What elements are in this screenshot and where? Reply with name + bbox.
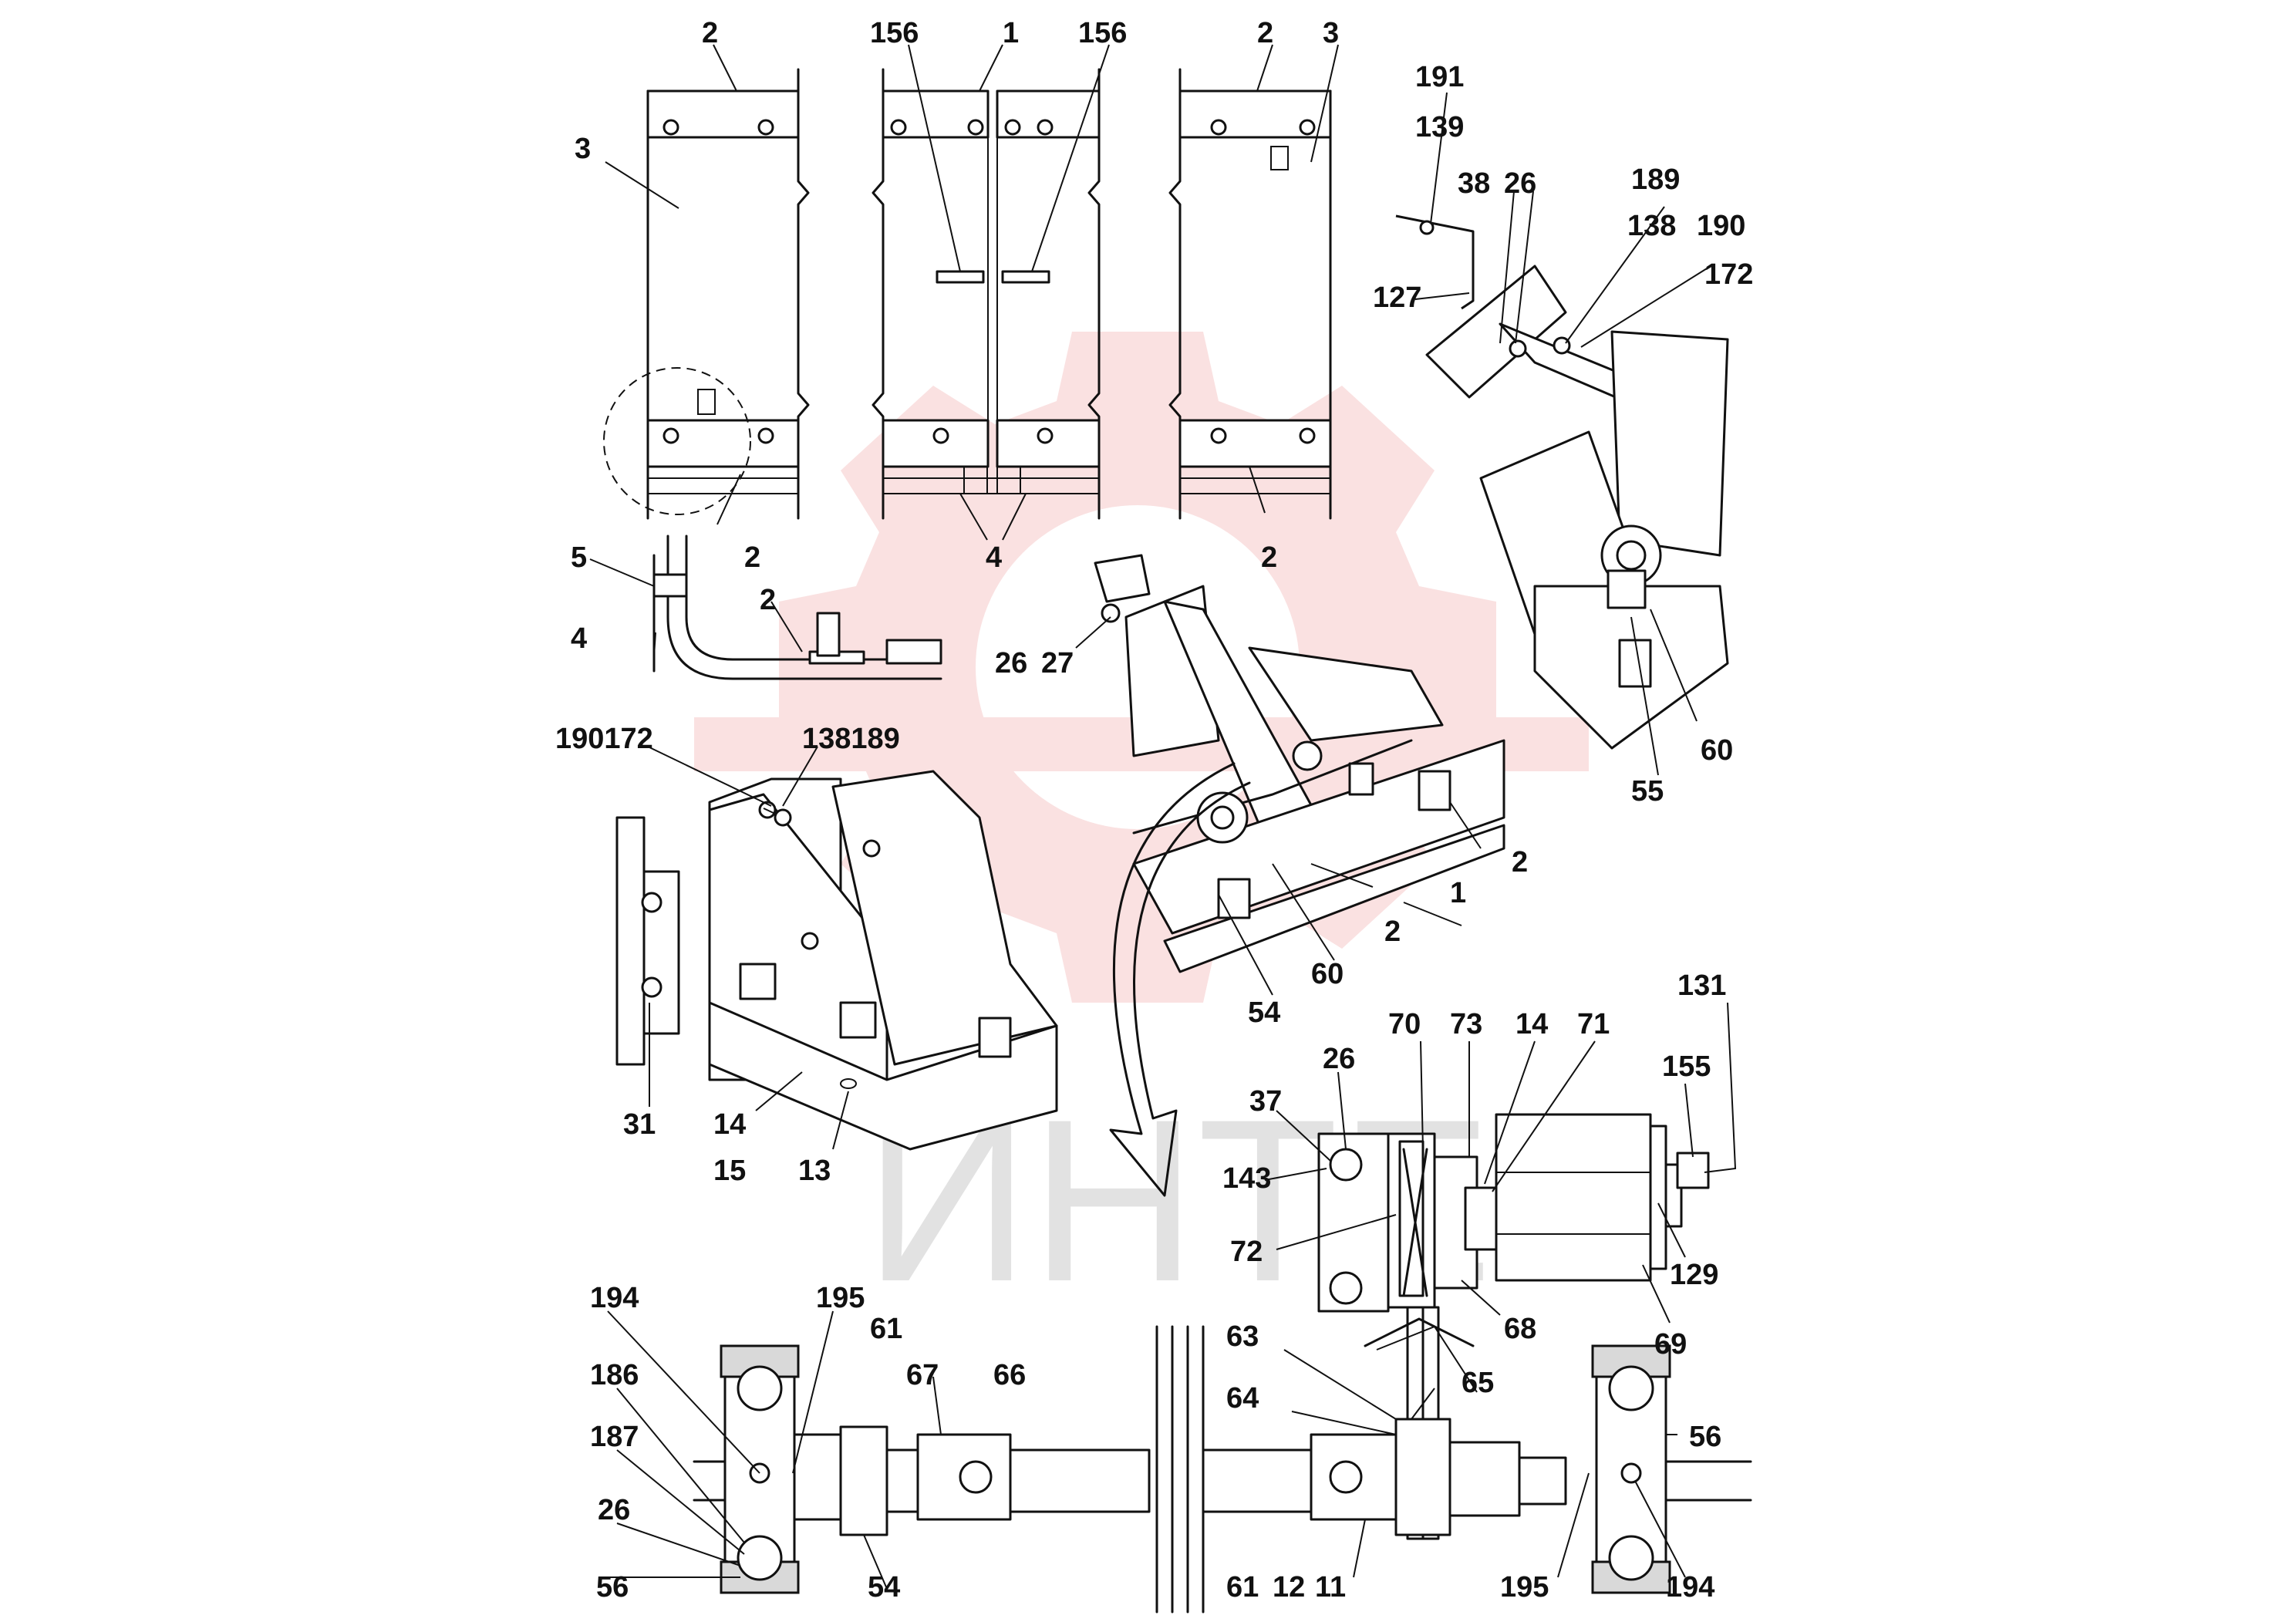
label-129: 129 bbox=[1670, 1259, 1718, 1291]
label-26-shaft: 26 bbox=[598, 1494, 630, 1526]
bracket-assembly-top-right bbox=[1395, 214, 1729, 750]
panel-left bbox=[603, 68, 810, 520]
panel-right bbox=[1168, 68, 1332, 520]
label-65: 65 bbox=[1462, 1367, 1494, 1399]
label-195-right: 195 bbox=[1500, 1571, 1549, 1603]
label-12: 12 bbox=[1273, 1571, 1305, 1603]
label-186: 186 bbox=[590, 1359, 639, 1391]
label-60-tr: 60 bbox=[1701, 734, 1733, 767]
label-194-right: 194 bbox=[1666, 1571, 1714, 1603]
label-69: 69 bbox=[1654, 1328, 1687, 1361]
label-27: 27 bbox=[1041, 647, 1074, 679]
label-37: 37 bbox=[1249, 1085, 1282, 1118]
label-60-mid: 60 bbox=[1311, 958, 1344, 990]
label-190172: 190172 bbox=[555, 723, 653, 755]
callout-labels: 2 3 2 1 156 156 4 2 3 2 5 4 2 191 139 38… bbox=[555, 17, 1753, 1603]
label-63: 63 bbox=[1226, 1320, 1259, 1353]
label-2-profile: 2 bbox=[760, 584, 776, 616]
label-156-right: 156 bbox=[1078, 17, 1127, 49]
assembly-mid bbox=[1094, 554, 1505, 973]
profile-section bbox=[652, 534, 942, 680]
label-5: 5 bbox=[571, 541, 587, 574]
label-138-tr: 138 bbox=[1627, 210, 1676, 242]
label-70: 70 bbox=[1388, 1008, 1421, 1040]
panel-mid bbox=[872, 68, 1101, 520]
leader-lines bbox=[589, 44, 1737, 1590]
label-190-tr: 190 bbox=[1697, 210, 1745, 242]
label-61-bottom: 61 bbox=[1226, 1571, 1259, 1603]
label-54-shaft: 54 bbox=[868, 1571, 900, 1603]
label-14-motor: 14 bbox=[1515, 1008, 1548, 1040]
label-187: 187 bbox=[590, 1421, 639, 1453]
label-56-right: 56 bbox=[1689, 1421, 1721, 1453]
label-139: 139 bbox=[1415, 111, 1464, 143]
label-72: 72 bbox=[1230, 1236, 1263, 1268]
label-66: 66 bbox=[993, 1359, 1026, 1391]
label-2-bl: 2 bbox=[744, 541, 760, 574]
label-26-mid: 26 bbox=[995, 647, 1027, 679]
label-2-br: 2 bbox=[1261, 541, 1277, 574]
label-67: 67 bbox=[906, 1359, 939, 1391]
label-1-mid: 1 bbox=[1450, 877, 1466, 909]
label-2-tr: 2 bbox=[1257, 17, 1273, 49]
label-31: 31 bbox=[623, 1108, 656, 1141]
label-73: 73 bbox=[1450, 1008, 1482, 1040]
assembly-left bbox=[615, 770, 1058, 1151]
label-195-left: 195 bbox=[816, 1282, 865, 1314]
label-194-left: 194 bbox=[590, 1282, 639, 1314]
label-191: 191 bbox=[1415, 61, 1464, 93]
label-68: 68 bbox=[1504, 1313, 1536, 1345]
label-138189: 138189 bbox=[802, 723, 900, 755]
label-156-left: 156 bbox=[870, 17, 919, 49]
shaft-assembly bbox=[693, 1325, 1752, 1614]
label-127: 127 bbox=[1373, 282, 1421, 314]
label-2-tl: 2 bbox=[702, 17, 718, 49]
label-3-tr: 3 bbox=[1323, 17, 1339, 49]
label-55: 55 bbox=[1631, 775, 1664, 808]
label-14-left: 14 bbox=[713, 1108, 746, 1141]
label-189-tr: 189 bbox=[1631, 164, 1680, 196]
label-143: 143 bbox=[1222, 1162, 1271, 1195]
label-131: 131 bbox=[1677, 969, 1726, 1002]
label-38: 38 bbox=[1458, 167, 1490, 200]
label-64: 64 bbox=[1226, 1382, 1259, 1415]
label-61-top: 61 bbox=[870, 1313, 902, 1345]
label-15: 15 bbox=[713, 1155, 746, 1187]
label-4: 4 bbox=[571, 622, 587, 655]
label-71: 71 bbox=[1577, 1008, 1610, 1040]
label-1-top: 1 bbox=[1003, 17, 1019, 49]
label-26-tr: 26 bbox=[1504, 167, 1536, 200]
label-3-tl: 3 bbox=[575, 133, 591, 165]
label-2-mid-a: 2 bbox=[1512, 846, 1528, 878]
label-26-motor: 26 bbox=[1323, 1043, 1355, 1075]
label-56-left: 56 bbox=[596, 1571, 629, 1603]
label-4-mid: 4 bbox=[986, 541, 1002, 574]
label-11: 11 bbox=[1315, 1571, 1346, 1603]
motor-pulley-assembly bbox=[1317, 1113, 1710, 1540]
curved-transfer-arrow bbox=[1109, 762, 1251, 1197]
label-13: 13 bbox=[798, 1155, 831, 1187]
label-155: 155 bbox=[1662, 1050, 1711, 1083]
label-172-tr: 172 bbox=[1704, 258, 1753, 291]
label-2-mid-b: 2 bbox=[1384, 916, 1401, 948]
label-54-mid: 54 bbox=[1248, 996, 1280, 1029]
